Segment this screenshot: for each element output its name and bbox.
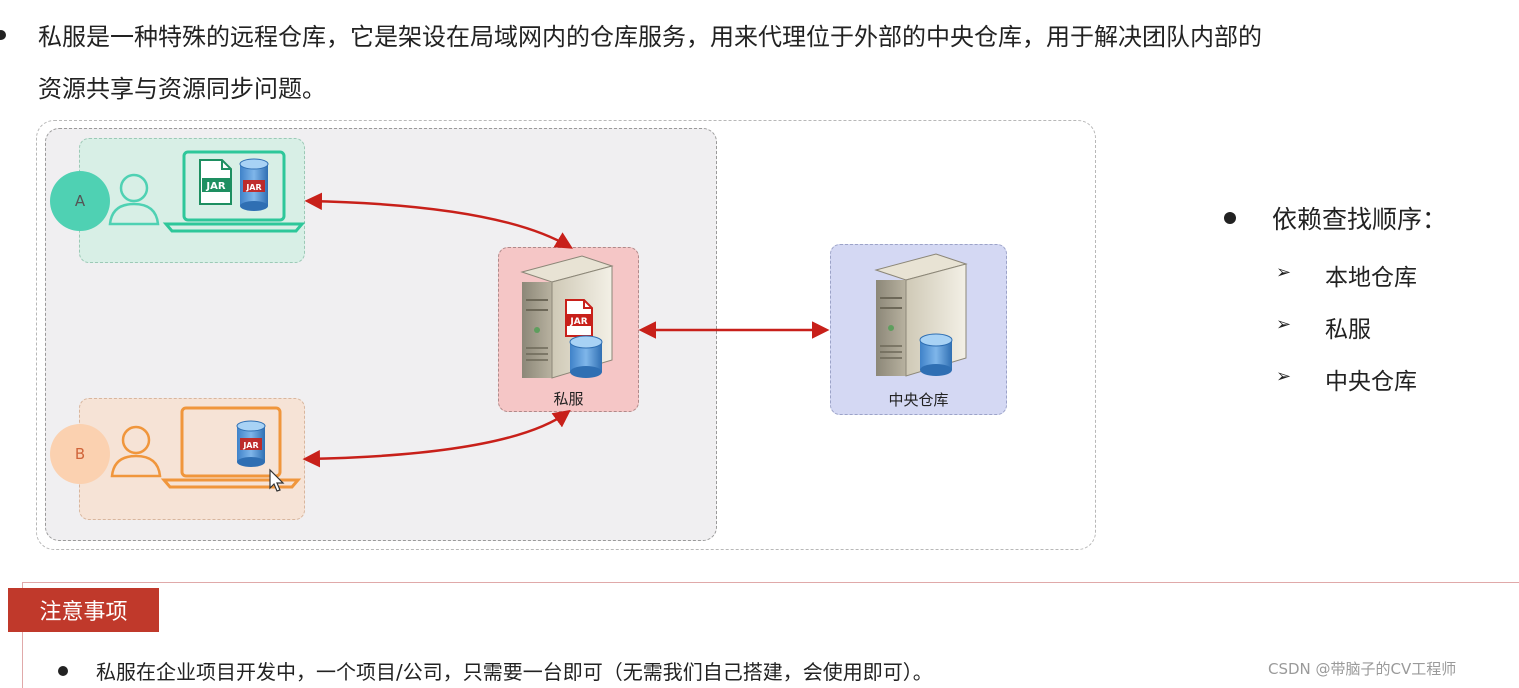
arrow-b-to-private — [302, 409, 571, 468]
jar-text-db-a: JAR — [245, 183, 261, 192]
user-b-person-icon — [110, 425, 162, 478]
arrow-bullet-icon: ➢ — [1276, 366, 1292, 387]
lookup-bullet — [1224, 212, 1236, 224]
watermark: CSDN @带脑子的CV工程师 — [1268, 660, 1457, 678]
user-b-label: B — [74, 445, 86, 463]
jar-text-a: JAR — [205, 181, 225, 192]
notes-tab-label: 注意事项 — [39, 600, 128, 625]
intro-bullet — [0, 30, 6, 40]
local-repo-db-b-icon: JAR — [236, 420, 266, 467]
jar-text-private: JAR — [569, 317, 587, 327]
lookup-item-private: 私服 — [1325, 317, 1371, 343]
lookup-item-central: 中央仓库 — [1325, 369, 1417, 395]
private-server-jar-icon: JAR — [565, 299, 593, 337]
arrow-a-to-private — [304, 192, 574, 249]
lookup-title: 依赖查找顺序： — [1272, 205, 1448, 234]
user-a-badge: A — [50, 171, 110, 231]
jar-file-icon: JAR — [199, 159, 232, 205]
intro-text-line-2: 资源共享与资源同步问题。 — [38, 75, 326, 103]
note-text: 私服在企业项目开发中，一个项目/公司，只需要一台即可（无需我们自己搭建，会使用即… — [96, 660, 933, 684]
central-repo-db-icon — [919, 333, 953, 376]
arrow-bullet-icon: ➢ — [1276, 262, 1292, 283]
private-server-label: 私服 — [553, 390, 584, 408]
user-a-person-icon — [108, 173, 160, 226]
private-server-db-icon — [569, 335, 603, 378]
notes-tab: 注意事项 — [8, 588, 159, 632]
intro-text-line-1: 私服是一种特殊的远程仓库，它是架设在局域网内的仓库服务，用来代理位于外部的中央仓… — [38, 23, 1262, 51]
lookup-item-local: 本地仓库 — [1325, 265, 1417, 291]
note-bullet — [58, 666, 68, 676]
central-repo-label: 中央仓库 — [888, 391, 949, 409]
local-repo-db-icon: JAR — [239, 158, 269, 211]
user-b-badge: B — [50, 424, 110, 484]
user-a-label: A — [74, 192, 86, 210]
notes-border — [22, 582, 1519, 688]
laptop-b-icon — [160, 406, 302, 489]
laptop-a-icon — [162, 150, 306, 233]
cursor-icon — [269, 468, 285, 492]
jar-text-db-b: JAR — [242, 441, 258, 450]
arrow-bullet-icon: ➢ — [1276, 314, 1292, 335]
